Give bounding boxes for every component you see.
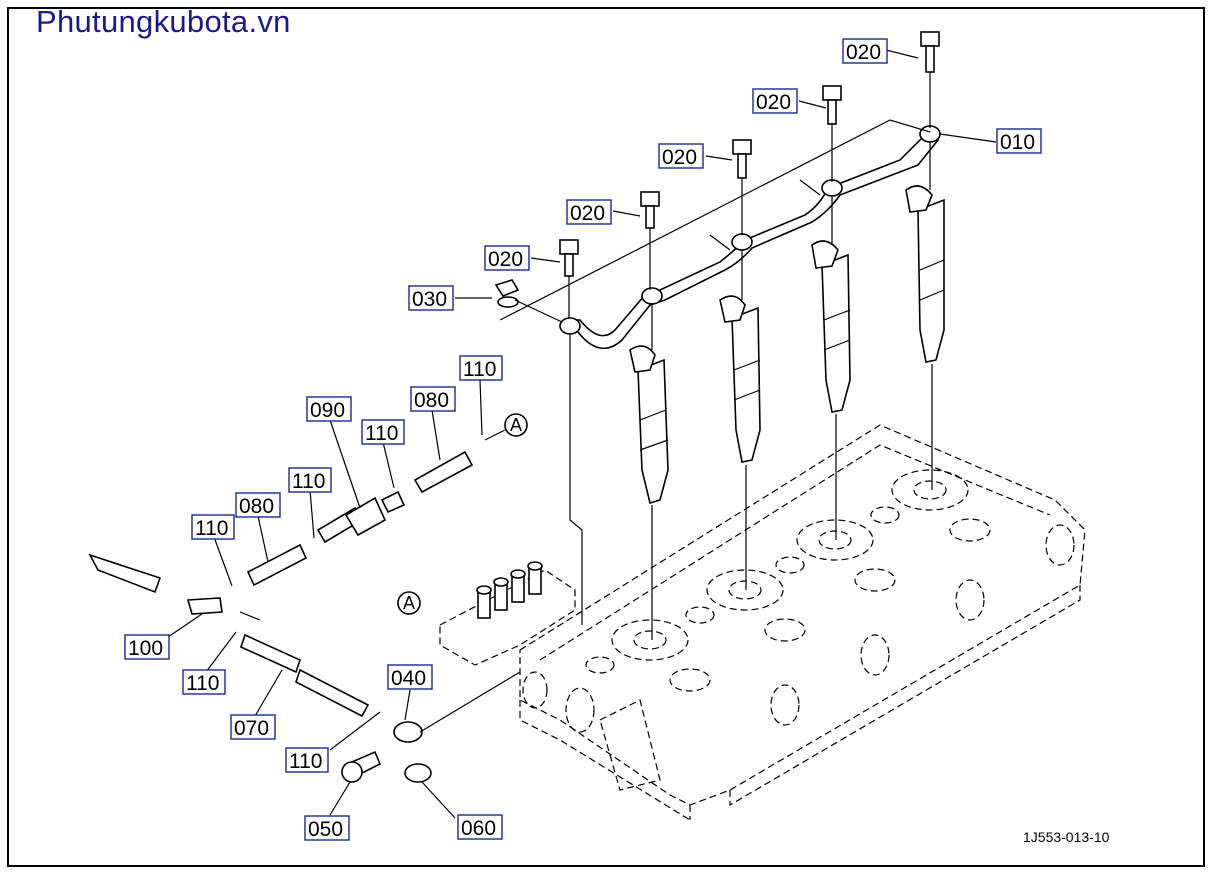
guide-line: [499, 119, 931, 321]
brand-watermark: Phutungkubota.vn: [36, 4, 291, 39]
banjo-bolts: [559, 31, 940, 277]
callout-080-1: 080: [410, 386, 456, 412]
callout-110-4: 110: [191, 514, 235, 540]
callout-100: 100: [124, 634, 170, 660]
svg-text:010: 010: [1000, 131, 1035, 154]
leak-off-pipe: [559, 125, 941, 350]
guide-line: [709, 179, 821, 251]
svg-text:110: 110: [289, 750, 322, 773]
callout-040: 040: [387, 664, 433, 690]
callout-020-5: 020: [484, 245, 530, 271]
svg-text:020: 020: [662, 146, 697, 169]
svg-text:070: 070: [234, 717, 269, 740]
svg-text:030: 030: [412, 288, 447, 311]
svg-text:020: 020: [846, 41, 881, 64]
leader-lines: [167, 49, 997, 819]
svg-text:110: 110: [186, 672, 219, 695]
centre-line: [831, 196, 837, 540]
callout-110-3: 110: [288, 467, 332, 493]
callout-110-1: 110: [459, 355, 503, 381]
diagram-reference-code: 1J553-013-10: [1023, 829, 1110, 845]
glow-plug-block: [439, 561, 576, 666]
detail-marker-a-block-letter: A: [403, 593, 415, 613]
detail-marker-a-block: [397, 591, 421, 615]
svg-text:040: 040: [391, 667, 426, 690]
svg-text:110: 110: [365, 422, 398, 445]
diagram-frame: [7, 7, 1205, 867]
callout-030: 030: [408, 285, 454, 311]
svg-text:080: 080: [239, 495, 274, 518]
callout-020-4: 020: [566, 199, 612, 225]
svg-text:050: 050: [308, 818, 343, 841]
callout-020-2: 020: [752, 88, 798, 114]
callout-110-2: 110: [361, 419, 405, 445]
callout-090: 090: [306, 396, 352, 422]
svg-text:020: 020: [570, 202, 605, 225]
bolt-axis: [568, 72, 931, 318]
callout-060: 060: [457, 814, 503, 840]
svg-text:020: 020: [756, 91, 791, 114]
detail-marker-a-top-letter: A: [510, 415, 522, 435]
return-line: [88, 429, 506, 783]
svg-text:060: 060: [461, 817, 496, 840]
callout-020-1: 020: [842, 38, 888, 64]
cylinder-head: [519, 424, 1086, 821]
svg-text:090: 090: [310, 399, 345, 422]
centre-line: [569, 334, 583, 625]
svg-text:020: 020: [488, 248, 523, 271]
svg-text:080: 080: [414, 389, 449, 412]
centre-line: [741, 250, 747, 590]
detail-marker-a-top: [504, 413, 528, 437]
injectors: [629, 185, 945, 505]
svg-text:110: 110: [463, 358, 496, 381]
callout-110-6: 110: [285, 747, 329, 773]
svg-text:100: 100: [128, 637, 163, 660]
callout-080-2: 080: [235, 492, 281, 518]
svg-text:110: 110: [292, 470, 325, 493]
clip-030: [494, 279, 563, 323]
svg-text:110: 110: [195, 517, 228, 540]
callout-110-5: 110: [182, 669, 226, 695]
callout-070: 070: [230, 714, 276, 740]
callout-020-3: 020: [658, 143, 704, 169]
callout-050: 050: [304, 815, 350, 841]
callout-010: 010: [996, 128, 1042, 154]
centre-line: [929, 142, 933, 490]
